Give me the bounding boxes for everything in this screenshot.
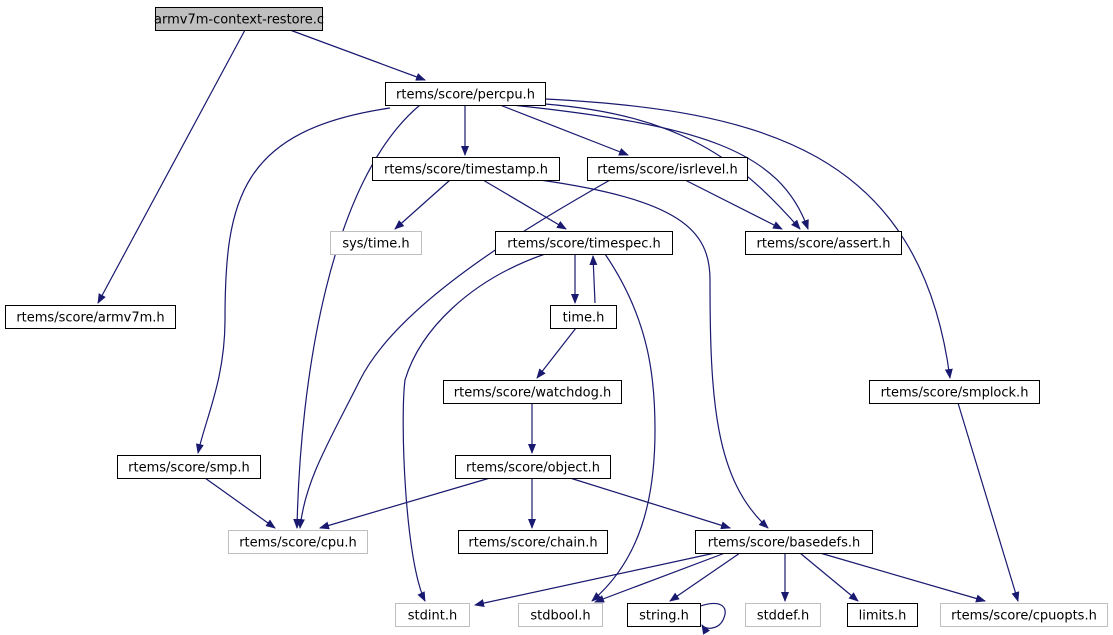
node-armv7m[interactable]: rtems/score/armv7m.h <box>5 305 176 329</box>
edge-percpu-to-smplock <box>544 98 953 379</box>
edge-object-to-cpu <box>569 477 731 530</box>
node-label: string.h <box>639 609 689 624</box>
node-timeh[interactable]: time.h <box>550 305 617 329</box>
node-box <box>155 7 323 31</box>
node-assert[interactable]: rtems/score/assert.h <box>745 231 902 255</box>
edge-basedefs-to-stdint <box>669 552 741 602</box>
node-label: rtems/score/smplock.h <box>881 386 1029 401</box>
edge-basedefs-to-string <box>799 552 859 602</box>
edge-timeh-to-watchdog <box>536 327 577 379</box>
node-label: rtems/score/basedefs.h <box>708 536 861 551</box>
node-label: sys/time.h <box>342 237 409 252</box>
edge-root-to-armv7m <box>97 29 246 304</box>
node-label: stddef.h <box>757 609 809 624</box>
node-box <box>372 157 560 181</box>
edge-smplock-to-cpuopts <box>319 477 491 530</box>
node-box <box>869 380 1040 404</box>
node-smp[interactable]: rtems/score/smp.h <box>117 455 261 479</box>
edge-timespec-to-stdbool <box>591 253 656 602</box>
edge-object-to-basedefs <box>594 552 726 603</box>
node-label: rtems/score/assert.h <box>757 237 891 252</box>
node-label: armv7m-context-restore.c <box>154 13 324 28</box>
edge-timestamp-to-timespec <box>482 179 567 230</box>
node-timestamp[interactable]: rtems/score/timestamp.h <box>372 157 560 181</box>
edge-watchdog-to-object <box>204 477 276 529</box>
edges <box>97 29 1020 635</box>
edge-isrlevel-to-cpu <box>296 179 611 529</box>
nodes: armv7m-context-restore.c rtems/score/perc… <box>5 7 1108 627</box>
node-box <box>395 603 470 627</box>
node-box <box>695 530 873 554</box>
edge-percpu-to-isrlevel <box>499 104 629 156</box>
node-label: time.h <box>563 311 605 326</box>
edge-basedefs-to-stddef <box>819 552 986 603</box>
node-timespec[interactable]: rtems/score/timespec.h <box>495 231 673 255</box>
node-stdint: stdint.h <box>395 603 470 627</box>
edge-timestamp-to-systime <box>394 179 451 230</box>
node-systime: sys/time.h <box>330 231 422 255</box>
node-basedefs[interactable]: rtems/score/basedefs.h <box>695 530 873 554</box>
edge-armv7m-to-cpu <box>957 402 1020 602</box>
node-label: rtems/score/smp.h <box>128 461 250 476</box>
node-box <box>228 530 368 554</box>
node-box <box>330 231 422 255</box>
edge-timespec-to-stdint <box>402 253 546 602</box>
node-box <box>518 603 603 627</box>
node-box <box>550 305 617 329</box>
edge-percpu-to-assert <box>511 104 809 230</box>
node-box <box>587 157 748 181</box>
node-watchdog[interactable]: rtems/score/watchdog.h <box>443 380 622 404</box>
edge-isrlevel-to-assert <box>684 179 783 230</box>
edge-root-to-percpu <box>289 29 426 81</box>
node-smplock[interactable]: rtems/score/smplock.h <box>869 380 1040 404</box>
edge-object-to-chain <box>474 552 716 608</box>
edge-percpu-to-assert <box>544 103 801 230</box>
node-label: rtems/score/timestamp.h <box>384 163 548 178</box>
node-object[interactable]: rtems/score/object.h <box>455 455 611 479</box>
node-root[interactable]: armv7m-context-restore.c <box>154 7 324 31</box>
node-box <box>5 305 176 329</box>
node-cpu: rtems/score/cpu.h <box>228 530 368 554</box>
node-label: rtems/score/chain.h <box>468 536 597 551</box>
edge-basedefs-to-limits <box>694 603 726 635</box>
node-isrlevel[interactable]: rtems/score/isrlevel.h <box>587 157 748 181</box>
edge-percpu-to-smp <box>195 107 391 454</box>
node-label: rtems/score/armv7m.h <box>16 311 164 326</box>
node-string[interactable]: string.h <box>627 603 701 627</box>
node-label: rtems/score/watchdog.h <box>454 386 611 401</box>
node-label: stdint.h <box>408 609 457 624</box>
node-label: rtems/score/percpu.h <box>396 88 535 103</box>
node-box <box>495 231 673 255</box>
node-label: stdbool.h <box>530 609 590 624</box>
node-label: rtems/score/timespec.h <box>507 237 660 252</box>
node-chain[interactable]: rtems/score/chain.h <box>458 530 608 554</box>
node-label: rtems/score/object.h <box>466 461 600 476</box>
node-box <box>455 455 611 479</box>
node-box <box>745 231 902 255</box>
node-box <box>627 603 701 627</box>
node-limits[interactable]: limits.h <box>847 603 918 627</box>
edge-timeh-to-timespec <box>589 255 598 304</box>
node-cpuopts: rtems/score/cpuopts.h <box>940 603 1108 627</box>
node-box <box>117 455 261 479</box>
node-box <box>847 603 918 627</box>
node-label: rtems/score/cpuopts.h <box>951 609 1097 624</box>
node-label: rtems/score/cpu.h <box>239 536 357 551</box>
node-box <box>940 603 1108 627</box>
node-box <box>443 380 622 404</box>
node-stddef: stddef.h <box>745 603 821 627</box>
node-label: limits.h <box>859 609 907 624</box>
node-box <box>458 530 608 554</box>
node-percpu[interactable]: rtems/score/percpu.h <box>385 82 546 106</box>
node-stdbool: stdbool.h <box>518 603 603 627</box>
node-box <box>745 603 821 627</box>
node-box <box>385 82 546 106</box>
edge-timestamp-to-basedefs <box>539 179 769 529</box>
node-label: rtems/score/isrlevel.h <box>597 163 738 178</box>
edge-percpu-to-cpu <box>293 104 421 529</box>
